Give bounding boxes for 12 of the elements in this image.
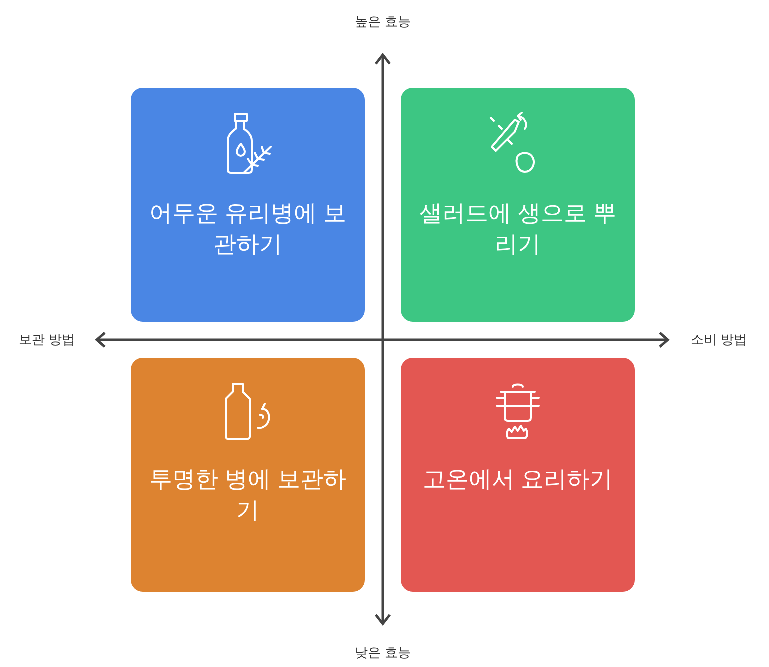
axis-label: 소비 방법 [690, 331, 748, 349]
axis-label: 낮은 효능 [354, 644, 412, 662]
quadrant-card [131, 88, 365, 322]
axis-label: 높은 효능 [354, 13, 412, 31]
quadrant-label: 고온에서 요리하기 [422, 465, 614, 494]
axis-label: 보관 방법 [18, 331, 76, 349]
quadrant-card [131, 358, 365, 592]
quadrant-label: 샐러드에 생으로 뿌리기 [418, 199, 618, 259]
quadrant-card [401, 88, 635, 322]
quadrant-label: 투명한 병에 보관하기 [148, 465, 348, 525]
quadrant-label: 어두운 유리병에 보관하기 [148, 199, 348, 259]
quadrant-card [401, 358, 635, 592]
